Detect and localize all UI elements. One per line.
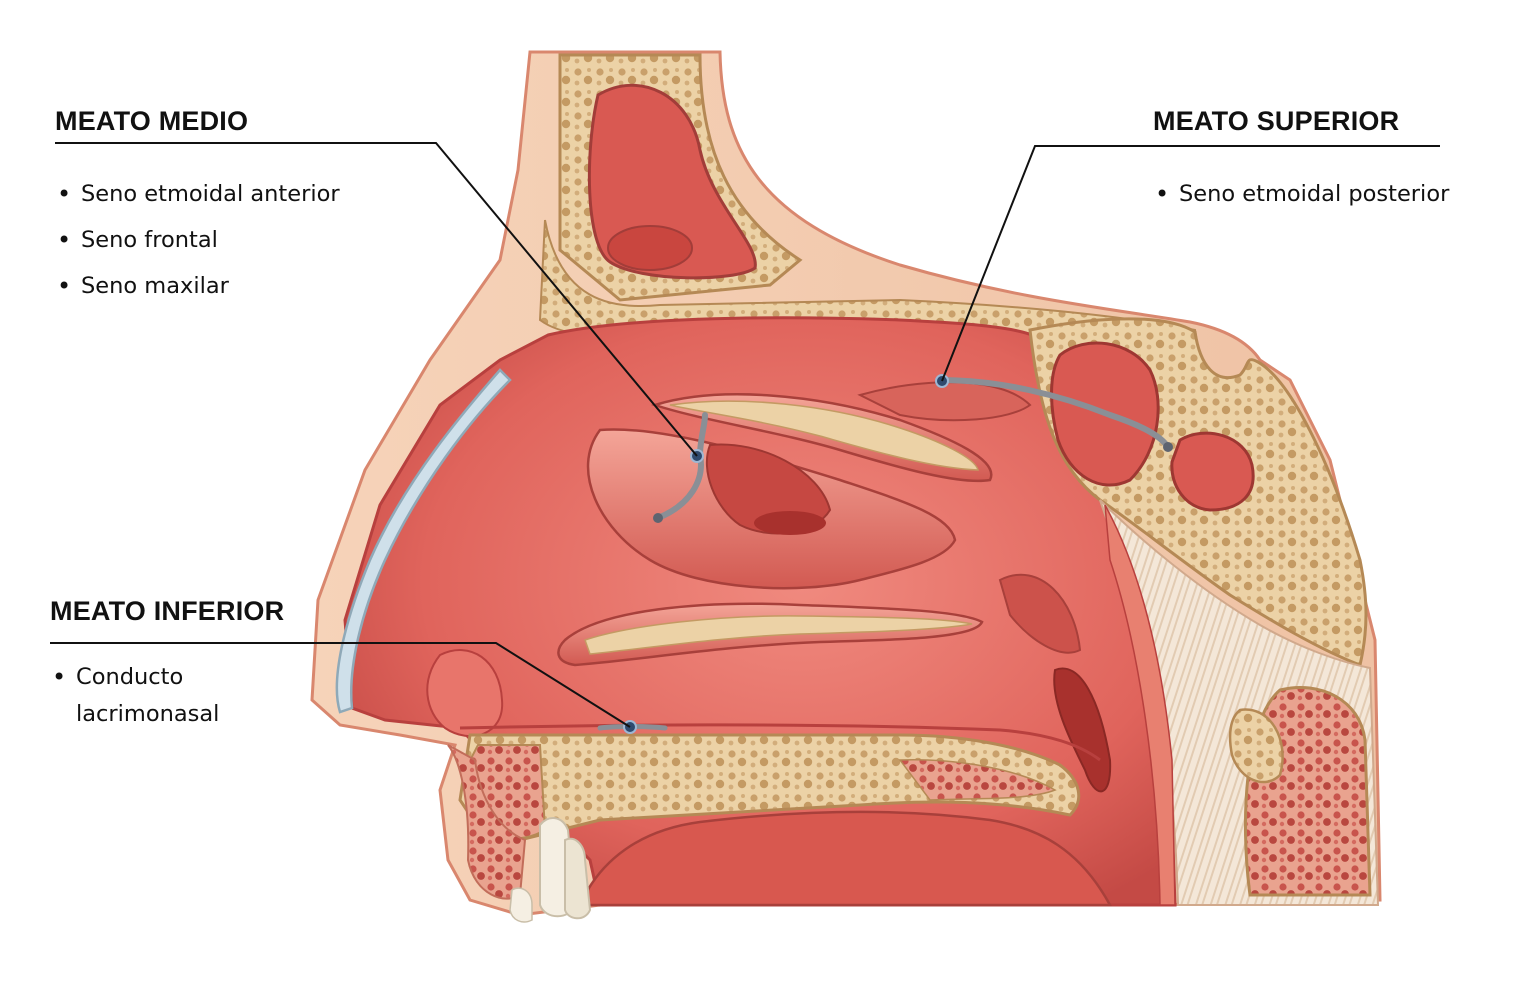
sphenoid-sinus-posterior (1170, 431, 1255, 512)
nasal-vestibule (426, 649, 504, 737)
label-title-meato-inferior: MEATO INFERIOR (50, 596, 285, 626)
label-item: Conducto lacrimonasal (50, 659, 266, 733)
probe-tip-medio-entry (653, 513, 663, 523)
pharyngeal-mucosa-strip (1104, 504, 1176, 906)
probe-meato-superior (937, 377, 1171, 450)
soft-palate-marrow (898, 759, 1057, 801)
label-item: Seno maxilar (55, 263, 340, 309)
label-item: Seno etmoidal anterior (55, 171, 340, 217)
label-list-meato-medio: Seno etmoidal anterior Seno frontal Seno… (55, 171, 340, 309)
leader-meato-superior (941, 145, 1440, 382)
oral-cavity (578, 810, 1113, 907)
nasal-floor (459, 723, 1101, 762)
ethmoid-bulla (754, 511, 826, 535)
upper-lip (447, 744, 527, 900)
atlas-arch (1228, 708, 1284, 784)
eustachian-fold (998, 573, 1082, 654)
leader-meato-inferior (50, 642, 631, 728)
pharyngeal-fold (1053, 667, 1112, 793)
label-item: Seno frontal (55, 217, 340, 263)
label-list-meato-superior: Seno etmoidal posterior (1153, 171, 1449, 217)
sphenoethmoidal-recess (857, 381, 1032, 422)
label-meato-inferior: MEATO INFERIOR Conducto lacrimonasal (50, 596, 284, 733)
inferior-turbinate-bone (584, 615, 973, 655)
leader-meato-medio (55, 142, 698, 457)
label-list-meato-inferior: Conducto lacrimonasal (50, 659, 284, 733)
label-title-meato-superior: MEATO SUPERIOR (1153, 106, 1400, 136)
label-title-meato-medio: MEATO MEDIO (55, 106, 249, 136)
label-meato-medio: MEATO MEDIO Seno etmoidal anterior Seno … (55, 106, 340, 309)
nasal-cartilage (335, 368, 512, 714)
label-item: Seno etmoidal posterior (1153, 171, 1449, 217)
incisor-tooth-back (564, 837, 592, 920)
label-meato-superior: MEATO SUPERIOR Seno etmoidal posterior (1153, 106, 1449, 217)
probe-end-superior (1163, 442, 1173, 452)
frontal-sinus-floor (607, 225, 693, 271)
incisor-tooth-front (509, 887, 533, 923)
superior-turbinate-bone (669, 400, 979, 471)
